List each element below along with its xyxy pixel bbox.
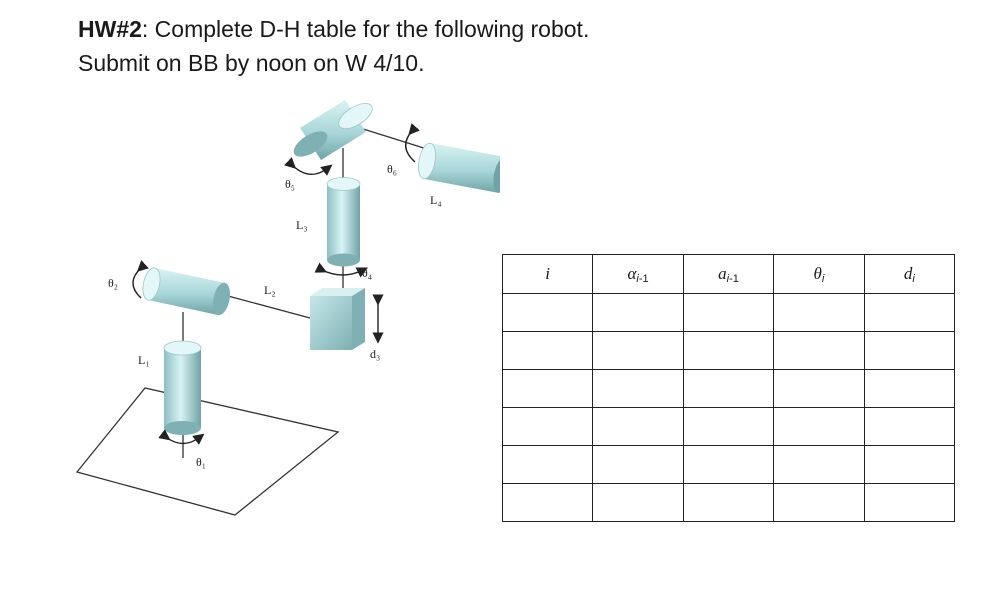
table-cell[interactable] [501,407,594,446]
table-cell[interactable] [773,369,865,408]
label-l2: L₂ [264,283,276,297]
link-line [359,127,431,151]
table-row [501,293,956,332]
header-theta: θi [773,254,865,294]
cylinder-l4 [418,142,500,193]
table-row [501,483,956,522]
theta5-rotation-arrow [284,157,333,176]
table-cell[interactable] [773,293,865,332]
table-cell[interactable] [592,331,684,370]
header-i: i [501,254,594,294]
table-cell[interactable] [682,369,775,408]
table-cell[interactable] [863,293,956,332]
table-cell[interactable] [592,407,684,446]
table-cell[interactable] [682,483,775,522]
table-cell[interactable] [501,331,594,370]
table-cell[interactable] [592,369,684,408]
table-row [501,369,956,408]
prismatic-box [310,288,365,350]
base-plate [75,387,340,516]
dh-parameter-table: i αi-1 ai-1 θi di [501,254,956,522]
table-cell[interactable] [682,445,775,484]
theta4-rotation-arrow [314,262,369,278]
heading-line-1-text: : Complete D-H table for the following r… [141,16,590,42]
table-cell[interactable] [682,331,775,370]
table-header-row: i αi-1 ai-1 θi di [501,254,956,294]
table-row [501,331,956,370]
table-cell[interactable] [773,483,865,522]
label-l3: L₃ [296,218,308,232]
label-l4: L₄ [430,193,442,207]
table-cell[interactable] [592,445,684,484]
table-row [501,445,956,484]
cylinder-l3 [326,177,361,267]
robot-figure: θ₁ θ₂ θ₄ θ₅ θ₆ L₁ L₂ L₃ L₄ d₃ [75,100,500,516]
heading-line-1: HW#2: Complete D-H table for the followi… [78,12,589,46]
cylinder-joint-2 [142,267,231,316]
label-theta4: θ₄ [362,266,372,280]
table-cell[interactable] [682,407,775,446]
table-cell[interactable] [682,293,775,332]
table-cell[interactable] [773,331,865,370]
table-cell[interactable] [773,407,865,446]
hw-label: HW#2 [78,16,142,42]
theta6-rotation-arrow [405,123,420,163]
heading-line-2: Submit on BB by noon on W 4/10. [78,50,425,76]
table-cell[interactable] [863,445,956,484]
table-cell[interactable] [501,483,594,522]
table-row [501,407,956,446]
table-cell[interactable] [501,369,594,408]
assignment-heading: HW#2: Complete D-H table for the followi… [78,12,589,80]
table-cell[interactable] [863,483,956,522]
theta2-rotation-arrow [132,260,149,299]
table-cell[interactable] [592,293,684,332]
table-cell[interactable] [863,407,956,446]
table-cell[interactable] [501,293,594,332]
header-d: di [863,254,956,294]
header-alpha: αi-1 [592,254,684,294]
label-l1: L₁ [138,353,150,367]
table-cell[interactable] [863,369,956,408]
label-theta6: θ₆ [387,162,397,176]
table-cell[interactable] [863,331,956,370]
table-cell[interactable] [773,445,865,484]
table-cell[interactable] [501,445,594,484]
cylinder-l1 [163,340,202,435]
link-line [227,295,311,319]
table-cell[interactable] [592,483,684,522]
label-theta5: θ₅ [285,177,295,191]
cylinder-joint-5 [293,100,373,160]
label-theta2: θ₂ [108,276,118,290]
label-d3: d₃ [370,347,380,361]
label-theta1: θ₁ [196,455,206,469]
header-a: ai-1 [682,254,775,294]
theta1-rotation-arrow [158,429,205,445]
